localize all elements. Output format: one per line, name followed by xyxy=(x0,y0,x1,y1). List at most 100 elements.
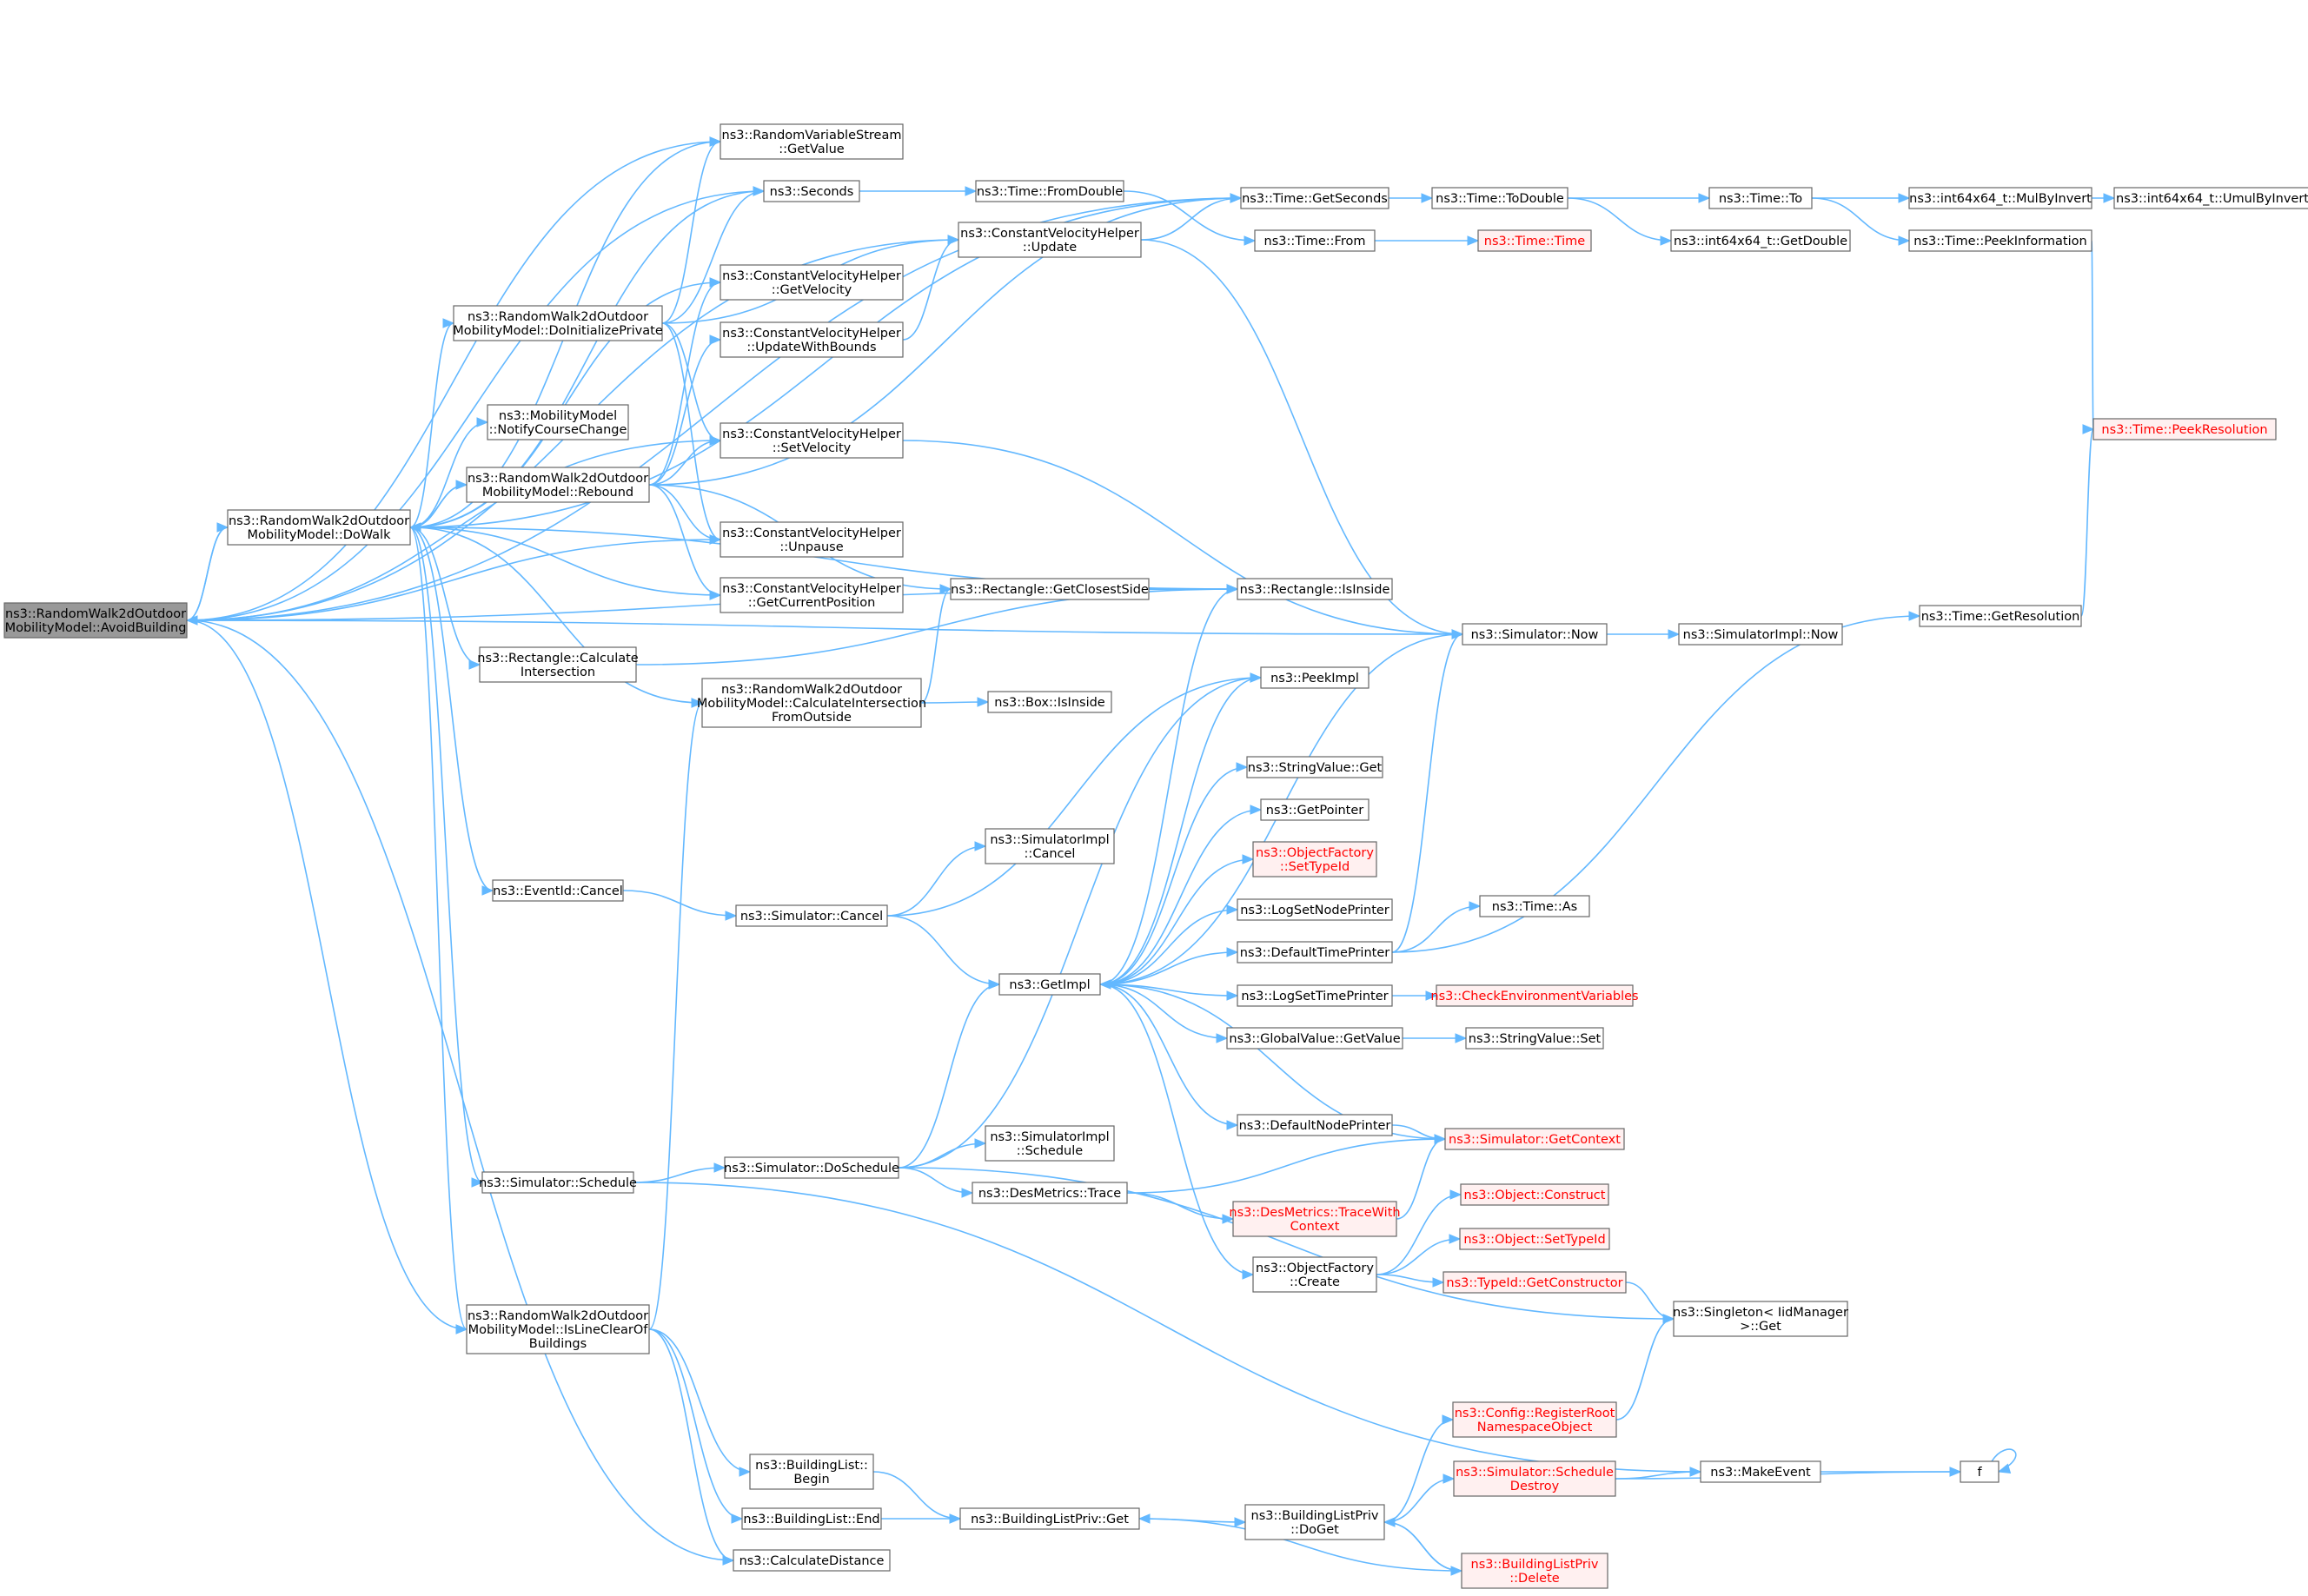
function-node-blpdoget[interactable]: ns3::BuildingListPriv::DoGet xyxy=(1244,1504,1385,1540)
function-node-islineclear[interactable]: ns3::RandomWalk2dOutdoorMobilityModel::I… xyxy=(466,1304,650,1354)
function-node-makeevent[interactable]: ns3::MakeEvent xyxy=(1700,1460,1821,1483)
function-node-doinit[interactable]: ns3::RandomWalk2dOutdoorMobilityModel::D… xyxy=(453,305,663,341)
call-edge-dowalk-doinit xyxy=(409,318,455,528)
function-node-timegetseconds[interactable]: ns3::Time::GetSeconds xyxy=(1240,187,1389,209)
function-node-int64getdouble[interactable]: ns3::int64x64_t::GetDouble xyxy=(1670,229,1851,252)
function-node-checkenv[interactable]: ns3::CheckEnvironmentVariables xyxy=(1430,984,1639,1007)
node-label: ns3::DesMetrics::Trace xyxy=(978,1187,1121,1201)
node-box xyxy=(975,180,1124,202)
function-node-objconstruct[interactable]: ns3::Object::Construct xyxy=(1460,1183,1609,1206)
function-node-blbegin[interactable]: ns3::BuildingList::Begin xyxy=(749,1454,874,1490)
function-node-singletonget[interactable]: ns3::Singleton< IidManager >::Get xyxy=(1673,1301,1848,1337)
function-node-cvhunpause[interactable]: ns3::ConstantVelocityHelper::Unpause xyxy=(720,521,904,558)
function-node-simdoschedule[interactable]: ns3::Simulator::DoSchedule xyxy=(724,1156,899,1179)
function-node-logsetnode[interactable]: ns3::LogSetNodePrinter xyxy=(1237,898,1393,921)
call-edge-blpdoget-cfgregroot xyxy=(1383,1414,1455,1523)
function-node-typeidctor[interactable]: ns3::TypeId::GetConstructor xyxy=(1442,1271,1627,1294)
function-node-getpointer[interactable]: ns3::GetPointer xyxy=(1260,798,1370,821)
function-node-seconds[interactable]: ns3::Seconds xyxy=(763,180,860,202)
function-node-simimplcancel[interactable]: ns3::SimulatorImpl::Cancel xyxy=(985,828,1115,864)
node-label: ns3::MobilityModel xyxy=(499,409,617,423)
function-node-simimplnow[interactable]: ns3::SimulatorImpl::Now xyxy=(1678,623,1843,646)
function-node-timepeekres[interactable]: ns3::Time::PeekResolution xyxy=(2092,418,2277,440)
node-label: ns3::SimulatorImpl xyxy=(990,1130,1109,1144)
function-node-globalvalget[interactable]: ns3::GlobalValue::GetValue xyxy=(1226,1027,1403,1050)
function-node-peekimpl[interactable]: ns3::PeekImpl xyxy=(1260,666,1370,689)
node-label: ::Cancel xyxy=(1025,847,1076,861)
arrowhead xyxy=(1668,629,1681,639)
function-node-blend[interactable]: ns3::BuildingList::End xyxy=(741,1507,882,1530)
arrowhead xyxy=(753,186,766,196)
function-node-timefrom[interactable]: ns3::Time::From xyxy=(1254,229,1376,252)
function-node-timeto[interactable]: ns3::Time::To xyxy=(1708,187,1813,209)
function-node-rectisinside[interactable]: ns3::Rectangle::IsInside xyxy=(1237,578,1393,600)
function-node-rebound[interactable]: ns3::RandomWalk2dOutdoorMobilityModel::R… xyxy=(466,467,650,503)
arrowhead xyxy=(1226,990,1239,1001)
function-node-rvsget[interactable]: ns3::RandomVariableStream::GetValue xyxy=(720,123,904,160)
function-node-cvhgetvel[interactable]: ns3::ConstantVelocityHelper::GetVelocity xyxy=(720,264,904,301)
function-node-simgetctx[interactable]: ns3::Simulator::GetContext xyxy=(1444,1128,1625,1150)
function-node-simimplschedule[interactable]: ns3::SimulatorImpl::Schedule xyxy=(985,1125,1115,1162)
call-edge-avoid-timegetseconds xyxy=(186,193,1243,621)
function-node-logsettime[interactable]: ns3::LogSetTimePrinter xyxy=(1237,984,1393,1007)
node-label: ::UpdateWithBounds xyxy=(746,341,876,354)
function-node-cvhgetpos[interactable]: ns3::ConstantVelocityHelper::GetCurrentP… xyxy=(720,577,904,613)
node-label: ns3::Simulator::Schedule xyxy=(479,1176,637,1190)
function-node-timepeekinfo[interactable]: ns3::Time::PeekInformation xyxy=(1908,229,2092,252)
node-box xyxy=(1252,841,1377,877)
function-node-desmtrace[interactable]: ns3::DesMetrics::Trace xyxy=(972,1182,1128,1204)
node-box xyxy=(1237,578,1393,600)
arrowhead xyxy=(1442,1414,1455,1425)
function-node-rectcalc[interactable]: ns3::Rectangle::CalculateIntersection xyxy=(477,646,639,683)
arrowhead xyxy=(713,1162,726,1173)
function-node-dowalk[interactable]: ns3::RandomWalk2dOutdoorMobilityModel::D… xyxy=(227,509,411,546)
node-box xyxy=(733,1549,891,1572)
function-node-blpget[interactable]: ns3::BuildingListPriv::Get xyxy=(959,1507,1140,1530)
function-node-strvalget[interactable]: ns3::StringValue::Get xyxy=(1246,756,1383,778)
function-node-timeas[interactable]: ns3::Time::As xyxy=(1479,895,1590,917)
function-node-cvhupdbounds[interactable]: ns3::ConstantVelocityHelper::UpdateWithB… xyxy=(720,321,904,358)
function-node-int64umulbyinv[interactable]: ns3::int64x64_t::UmulByInvert xyxy=(2113,187,2308,209)
function-node-defnodeprinter[interactable]: ns3::DefaultNodePrinter xyxy=(1237,1114,1393,1136)
call-edge-simdoschedule-peekimpl xyxy=(898,672,1263,1169)
function-node-simcancel[interactable]: ns3::Simulator::Cancel xyxy=(735,904,888,927)
function-node-timegetres[interactable]: ns3::Time::GetResolution xyxy=(1919,605,2082,627)
node-box xyxy=(1673,1301,1848,1337)
function-node-simnow[interactable]: ns3::Simulator::Now xyxy=(1462,623,1608,646)
function-node-avoid[interactable]: ns3::RandomWalk2dOutdoorMobilityModel::A… xyxy=(3,602,188,639)
function-node-cvhsetvel[interactable]: ns3::ConstantVelocityHelper::SetVelocity xyxy=(720,422,904,459)
function-node-calcdist[interactable]: ns3::CalculateDistance xyxy=(733,1549,891,1572)
function-node-deftimeprinter[interactable]: ns3::DefaultTimePrinter xyxy=(1237,941,1393,964)
function-node-timefromdouble[interactable]: ns3::Time::FromDouble xyxy=(975,180,1124,202)
function-node-notify[interactable]: ns3::MobilityModel::NotifyCourseChange xyxy=(487,404,629,440)
function-node-blpdelete[interactable]: ns3::BuildingListPriv::Delete xyxy=(1461,1553,1608,1589)
node-box xyxy=(1700,1460,1821,1483)
function-node-eventcancel[interactable]: ns3::EventId::Cancel xyxy=(492,879,624,902)
function-node-rectclosest[interactable]: ns3::Rectangle::GetClosestSide xyxy=(950,578,1150,600)
function-node-objsettype[interactable]: ns3::Object::SetTypeId xyxy=(1459,1228,1610,1250)
node-box xyxy=(720,577,904,613)
function-node-simschedule[interactable]: ns3::Simulator::Schedule xyxy=(479,1171,637,1194)
function-node-timetime[interactable]: ns3::Time::Time xyxy=(1477,229,1592,252)
node-label: ns3::CheckEnvironmentVariables xyxy=(1430,990,1638,1003)
function-node-int64mulbyinv[interactable]: ns3::int64x64_t::MulByInvert xyxy=(1908,187,2092,209)
node-label: ns3::RandomWalk2dOutdoor xyxy=(468,310,648,324)
node-label: ns3::Time::Time xyxy=(1484,235,1586,248)
function-node-boxinside[interactable]: ns3::Box::IsInside xyxy=(987,691,1112,713)
arrowhead xyxy=(1467,235,1480,246)
function-node-strvalset[interactable]: ns3::StringValue::Set xyxy=(1465,1027,1604,1050)
function-node-calcintersect[interactable]: ns3::RandomWalk2dOutdoorMobilityModel::C… xyxy=(697,678,926,728)
function-node-timetodouble[interactable]: ns3::Time::ToDouble xyxy=(1431,187,1569,209)
function-node-objfactcreate[interactable]: ns3::ObjectFactory::Create xyxy=(1252,1256,1377,1293)
node-label: ns3::RandomWalk2dOutdoor xyxy=(5,607,186,621)
function-node-cvhupdate[interactable]: ns3::ConstantVelocityHelper::Update xyxy=(958,222,1142,258)
function-node-f[interactable]: f xyxy=(1960,1460,2000,1483)
function-node-getimpl[interactable]: ns3::GetImpl xyxy=(998,973,1101,996)
node-box xyxy=(1479,895,1590,917)
node-box xyxy=(1461,1553,1608,1589)
node-label: ns3::LogSetTimePrinter xyxy=(1241,990,1388,1003)
function-node-objfactsettype[interactable]: ns3::ObjectFactory::SetTypeId xyxy=(1252,841,1377,877)
